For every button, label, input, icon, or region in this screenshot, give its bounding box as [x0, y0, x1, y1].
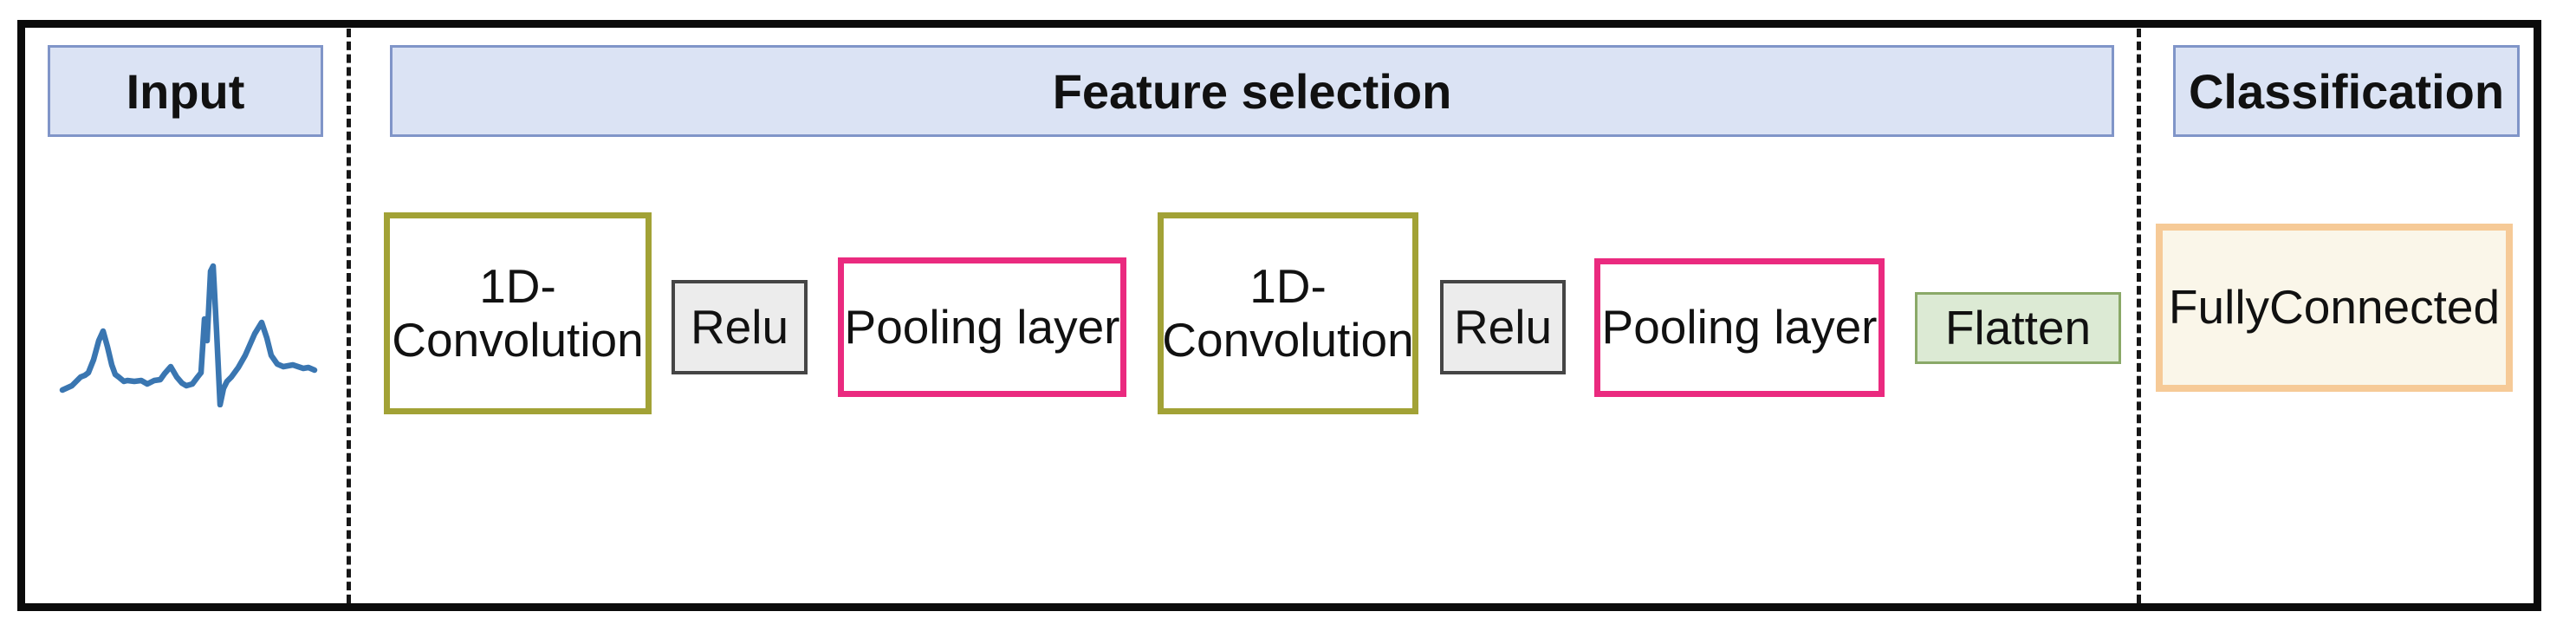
section-header-feature-selection: Feature selection	[390, 45, 2114, 137]
block-fully-connected: FullyConnected	[2156, 224, 2513, 392]
section-divider-right	[2137, 29, 2141, 603]
block-1d-convolution-1: 1D- Convolution	[384, 212, 652, 414]
block-1d-convolution-2: 1D- Convolution	[1158, 212, 1418, 414]
section-header-input: Input	[48, 45, 323, 137]
block-relu-2: Relu	[1440, 280, 1566, 374]
outer-border	[17, 20, 2541, 611]
block-pooling-layer-1: Pooling layer	[838, 257, 1126, 397]
block-relu-1: Relu	[672, 280, 808, 374]
block-flatten: Flatten	[1915, 292, 2121, 364]
ecg-signal-line	[59, 263, 318, 407]
section-header-classification: Classification	[2173, 45, 2520, 137]
block-pooling-layer-2: Pooling layer	[1594, 258, 1885, 397]
section-divider-left	[347, 29, 351, 603]
ecg-waveform-image	[59, 263, 318, 407]
